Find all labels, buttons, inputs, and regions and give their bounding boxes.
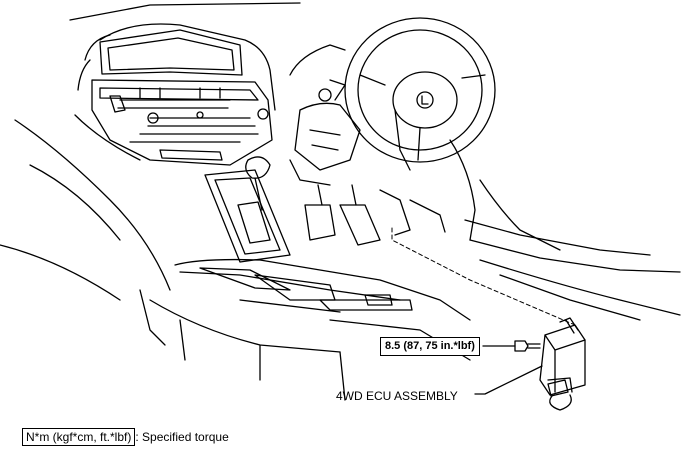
right-dash-lower (379, 139, 681, 273)
torque-legend: N*m (kgf*cm, ft.*lbf): Specified torque (22, 428, 229, 446)
shift-lever (204, 156, 291, 263)
torque-callout: 8.5 (87, 75 in.*lbf) (380, 337, 480, 356)
steering-wheel (344, 17, 496, 171)
part-label: 4WD ECU ASSEMBLY (336, 389, 458, 403)
location-leader-line (391, 227, 576, 326)
pedals (304, 184, 381, 246)
windshield-edge (69, 2, 301, 21)
bolt-icon (514, 340, 541, 352)
floor-line (479, 259, 681, 321)
steering-column (289, 44, 361, 186)
dashboard-panel (74, 23, 276, 161)
connector-harness (547, 379, 572, 411)
center-console (149, 258, 471, 401)
legend-description: : Specified torque (135, 430, 229, 444)
part-leader-line (474, 365, 543, 395)
navigation-display (99, 29, 243, 76)
lower-dash (0, 119, 171, 346)
center-control-panel (91, 79, 273, 166)
4wd-ecu-assembly (539, 317, 586, 396)
legend-unit: N*m (kgf*cm, ft.*lbf) (22, 428, 136, 446)
